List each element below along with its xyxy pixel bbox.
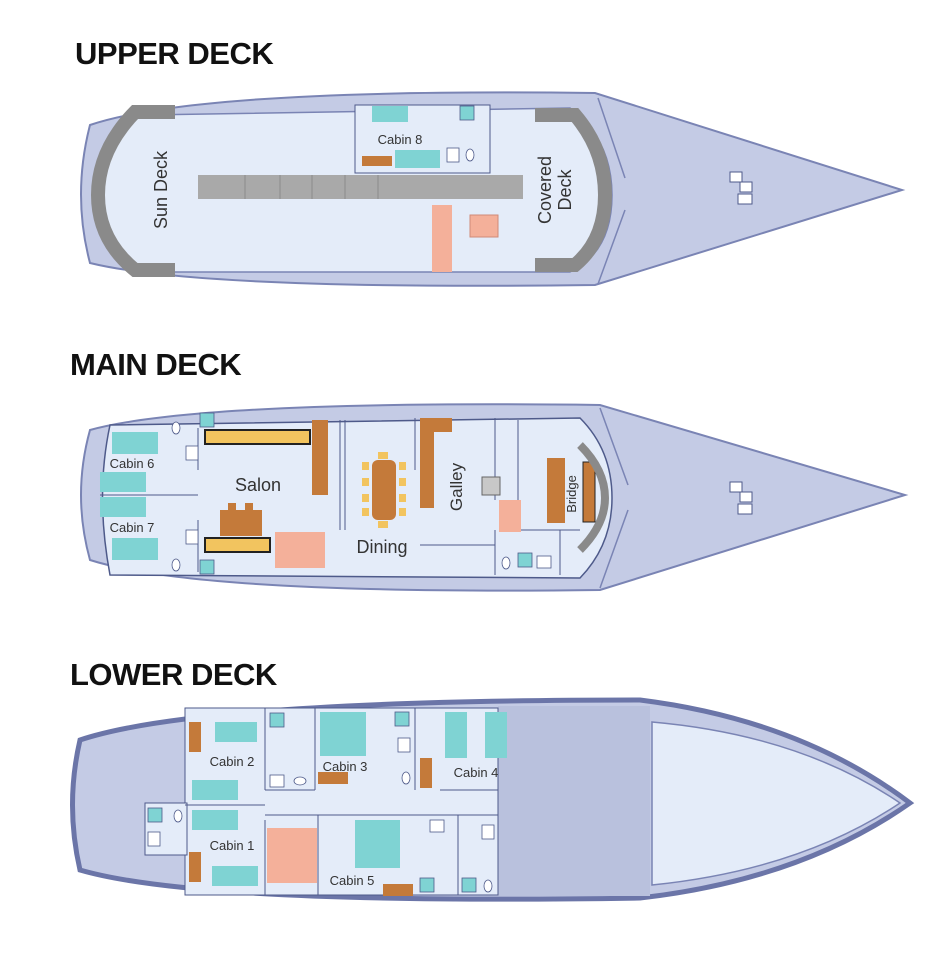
main-stairs bbox=[275, 532, 325, 568]
cabin7-shower-icon bbox=[199, 559, 215, 575]
cabin8-label: Cabin 8 bbox=[378, 132, 423, 147]
cabin8-bed-top bbox=[372, 106, 408, 122]
covered-deck-label-line1: Covered bbox=[535, 156, 555, 224]
cabin1-desk bbox=[189, 852, 201, 882]
cabin7-bed-2 bbox=[112, 538, 158, 560]
main-bow-marker-lower bbox=[599, 509, 629, 589]
cabin5-shower-icon bbox=[419, 877, 435, 893]
cabin3-sink-icon bbox=[397, 737, 411, 753]
covered-deck-railing bbox=[535, 108, 613, 272]
salon-label: Salon bbox=[235, 475, 281, 495]
cabin1-shower-icon bbox=[147, 807, 163, 823]
cabin4-bed-1 bbox=[445, 712, 467, 758]
salon-chair-1 bbox=[228, 503, 236, 511]
cabin8-desk bbox=[362, 156, 392, 166]
galley-label: Galley bbox=[447, 462, 466, 511]
cabin7-label: Cabin 7 bbox=[110, 520, 155, 535]
galley-counter-horizontal bbox=[420, 418, 452, 432]
cabin1-label: Cabin 1 bbox=[210, 838, 255, 853]
bridge-label: Bridge bbox=[564, 475, 579, 513]
cabin2-desk bbox=[189, 722, 201, 752]
cabin5-desk bbox=[383, 884, 413, 896]
upper-deck-plan: Sun Deck Cabin 8 Covered Deck bbox=[80, 91, 906, 287]
galley-stairs bbox=[499, 500, 521, 532]
upper-walkway bbox=[198, 175, 523, 199]
cabin1-toilet-icon bbox=[173, 809, 183, 823]
main-tender-icon bbox=[729, 481, 753, 515]
cabin6-shower-icon bbox=[199, 412, 215, 428]
cabin8-sink-icon bbox=[446, 147, 460, 163]
bridge-console bbox=[547, 458, 565, 523]
cabin4-bed-2 bbox=[485, 712, 507, 758]
cabin7-sink-icon bbox=[185, 529, 199, 545]
cabin2-shower-icon bbox=[269, 712, 285, 728]
upper-deck-title: UPPER DECK bbox=[75, 36, 274, 71]
lower-deck-title: LOWER DECK bbox=[70, 657, 277, 692]
cabin3-desk bbox=[318, 772, 348, 784]
main-deck-title: MAIN DECK bbox=[70, 347, 242, 382]
covered-deck-label-line2: Deck bbox=[555, 168, 575, 210]
cabin3-shower-icon bbox=[394, 711, 410, 727]
salon-sofa bbox=[312, 420, 328, 495]
upper-stairs-short bbox=[469, 214, 499, 238]
cabin8-shower-icon bbox=[459, 105, 475, 121]
cabin1-bed-bottom bbox=[212, 866, 258, 886]
cabin2-bed-bottom bbox=[192, 780, 238, 800]
cabin8-toilet-icon bbox=[465, 148, 475, 162]
cabin3-toilet-icon bbox=[401, 771, 411, 785]
cabin3-bed bbox=[320, 712, 366, 756]
lower-engine-room bbox=[498, 706, 650, 896]
galley-counter-vertical bbox=[420, 418, 434, 508]
bridge-helm-panel bbox=[582, 461, 596, 523]
sun-deck-label: Sun Deck bbox=[151, 150, 171, 229]
lower-fore-toilet-icon bbox=[483, 879, 493, 893]
main-deck-plan: Cabin 6 Cabin 7 Salon Dining Galley Brid… bbox=[80, 403, 909, 592]
dining-table-set bbox=[362, 452, 406, 528]
cabin8-bed-bottom bbox=[395, 150, 440, 168]
cabin5-bed bbox=[355, 820, 400, 868]
lower-stairs bbox=[267, 828, 317, 883]
lower-fore-shower-icon bbox=[461, 877, 477, 893]
lower-fore-sink-icon bbox=[481, 824, 495, 840]
cabin2-label: Cabin 2 bbox=[210, 754, 255, 769]
cabin5-sink-icon bbox=[429, 819, 445, 833]
upper-bow-marker bbox=[597, 97, 626, 179]
cabin2-toilet-icon bbox=[293, 776, 307, 786]
cabin6-bed bbox=[112, 432, 158, 454]
main-bow-marker bbox=[599, 407, 629, 486]
dining-label: Dining bbox=[356, 537, 407, 557]
cabin2-bed-top bbox=[215, 722, 257, 742]
salon-bench-top bbox=[204, 429, 311, 445]
salon-bench-bottom bbox=[204, 537, 271, 553]
bridge-shower-icon bbox=[517, 552, 533, 568]
lower-deck-plan: Cabin 2 Cabin 3 Cabin 4 Cabin 1 Cabin 5 bbox=[70, 697, 915, 902]
cabin6-label: Cabin 6 bbox=[110, 456, 155, 471]
bridge-toilet-icon bbox=[501, 556, 511, 570]
cabin6-bed-2 bbox=[100, 472, 146, 492]
sun-deck-railing bbox=[90, 105, 175, 277]
cabin4-label: Cabin 4 bbox=[454, 765, 499, 780]
cabin2-sink-icon bbox=[269, 774, 285, 788]
upper-tender-icon bbox=[729, 171, 753, 205]
cabin6-sink-icon bbox=[185, 445, 199, 461]
salon-chair-2 bbox=[245, 503, 253, 511]
bridge-window-rail bbox=[577, 442, 610, 553]
cabin7-toilet-icon bbox=[171, 558, 181, 572]
lower-walls bbox=[185, 708, 498, 895]
lower-bow-area bbox=[651, 721, 902, 886]
upper-walkway-segments bbox=[244, 175, 379, 199]
salon-table bbox=[220, 510, 262, 536]
cabin1-bed-top bbox=[192, 810, 238, 830]
upper-stairs-long bbox=[432, 205, 452, 272]
cabin4-desk bbox=[420, 758, 432, 788]
galley-stove-icon bbox=[481, 476, 501, 496]
upper-bow-marker-lower bbox=[597, 209, 626, 285]
cabin7-bed bbox=[100, 497, 146, 517]
cabin3-label: Cabin 3 bbox=[323, 759, 368, 774]
cabin5-label: Cabin 5 bbox=[330, 873, 375, 888]
cabin1-sink-icon bbox=[147, 831, 161, 847]
cabin6-toilet-icon bbox=[171, 421, 181, 435]
bridge-sink-icon bbox=[536, 555, 552, 569]
